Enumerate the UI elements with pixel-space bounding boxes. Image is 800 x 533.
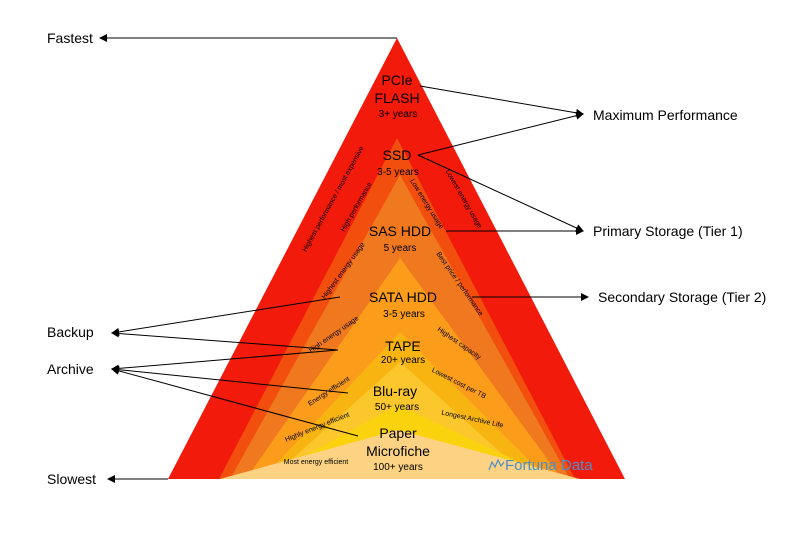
backup-arrow-sata <box>111 296 341 336</box>
archive-arrow-paper <box>111 366 359 437</box>
backup-arrow-tape <box>111 329 339 351</box>
tier-tape-name: TAPE <box>385 338 421 354</box>
slowest-label: Slowest <box>47 471 96 487</box>
archive-label: Archive <box>47 361 94 377</box>
tier-sata-years: 3-5 years <box>383 309 425 320</box>
tier-pcie-years: 3+ years <box>379 109 418 120</box>
tier-sas-years: 5 years <box>384 243 417 254</box>
maxperf-arrow-ssd <box>417 111 584 156</box>
tier-bluray-years: 50+ years <box>375 402 419 413</box>
max-performance-label: Maximum Performance <box>593 107 738 123</box>
watermark-text: Fortuna Data <box>505 457 593 474</box>
note-most-efficient: Most energy efficient <box>284 459 349 466</box>
fortuna-logo-icon <box>488 458 505 471</box>
tier-sas-name: SAS HDD <box>369 223 431 239</box>
tier-ssd-name: SSD <box>383 147 412 163</box>
primary-storage-label: Primary Storage (Tier 1) <box>593 223 743 239</box>
primary-arrow-ssd <box>417 154 584 232</box>
archive-arrow-bluray <box>111 365 349 394</box>
backup-label: Backup <box>47 324 94 340</box>
tier-sata-name: SATA HDD <box>369 289 437 305</box>
tier-pcie-name-1: PCIe <box>381 72 412 88</box>
fastest-label: Fastest <box>47 30 93 46</box>
secondary-storage-label: Secondary Storage (Tier 2) <box>598 289 766 305</box>
maxperf-arrow-pcie <box>419 85 584 117</box>
archive-arrow-tape <box>111 349 339 373</box>
tier-paper-years: 100+ years <box>373 462 423 473</box>
tier-ssd-years: 3-5 years <box>377 167 419 178</box>
tier-paper-name-1: Paper <box>379 425 417 441</box>
tier-tape-years: 20+ years <box>381 355 425 366</box>
tier-bluray-name: Blu-ray <box>373 383 417 399</box>
tier-pcie-name-2: FLASH <box>374 90 419 106</box>
tier-paper-name-2: Microfiche <box>366 443 430 459</box>
